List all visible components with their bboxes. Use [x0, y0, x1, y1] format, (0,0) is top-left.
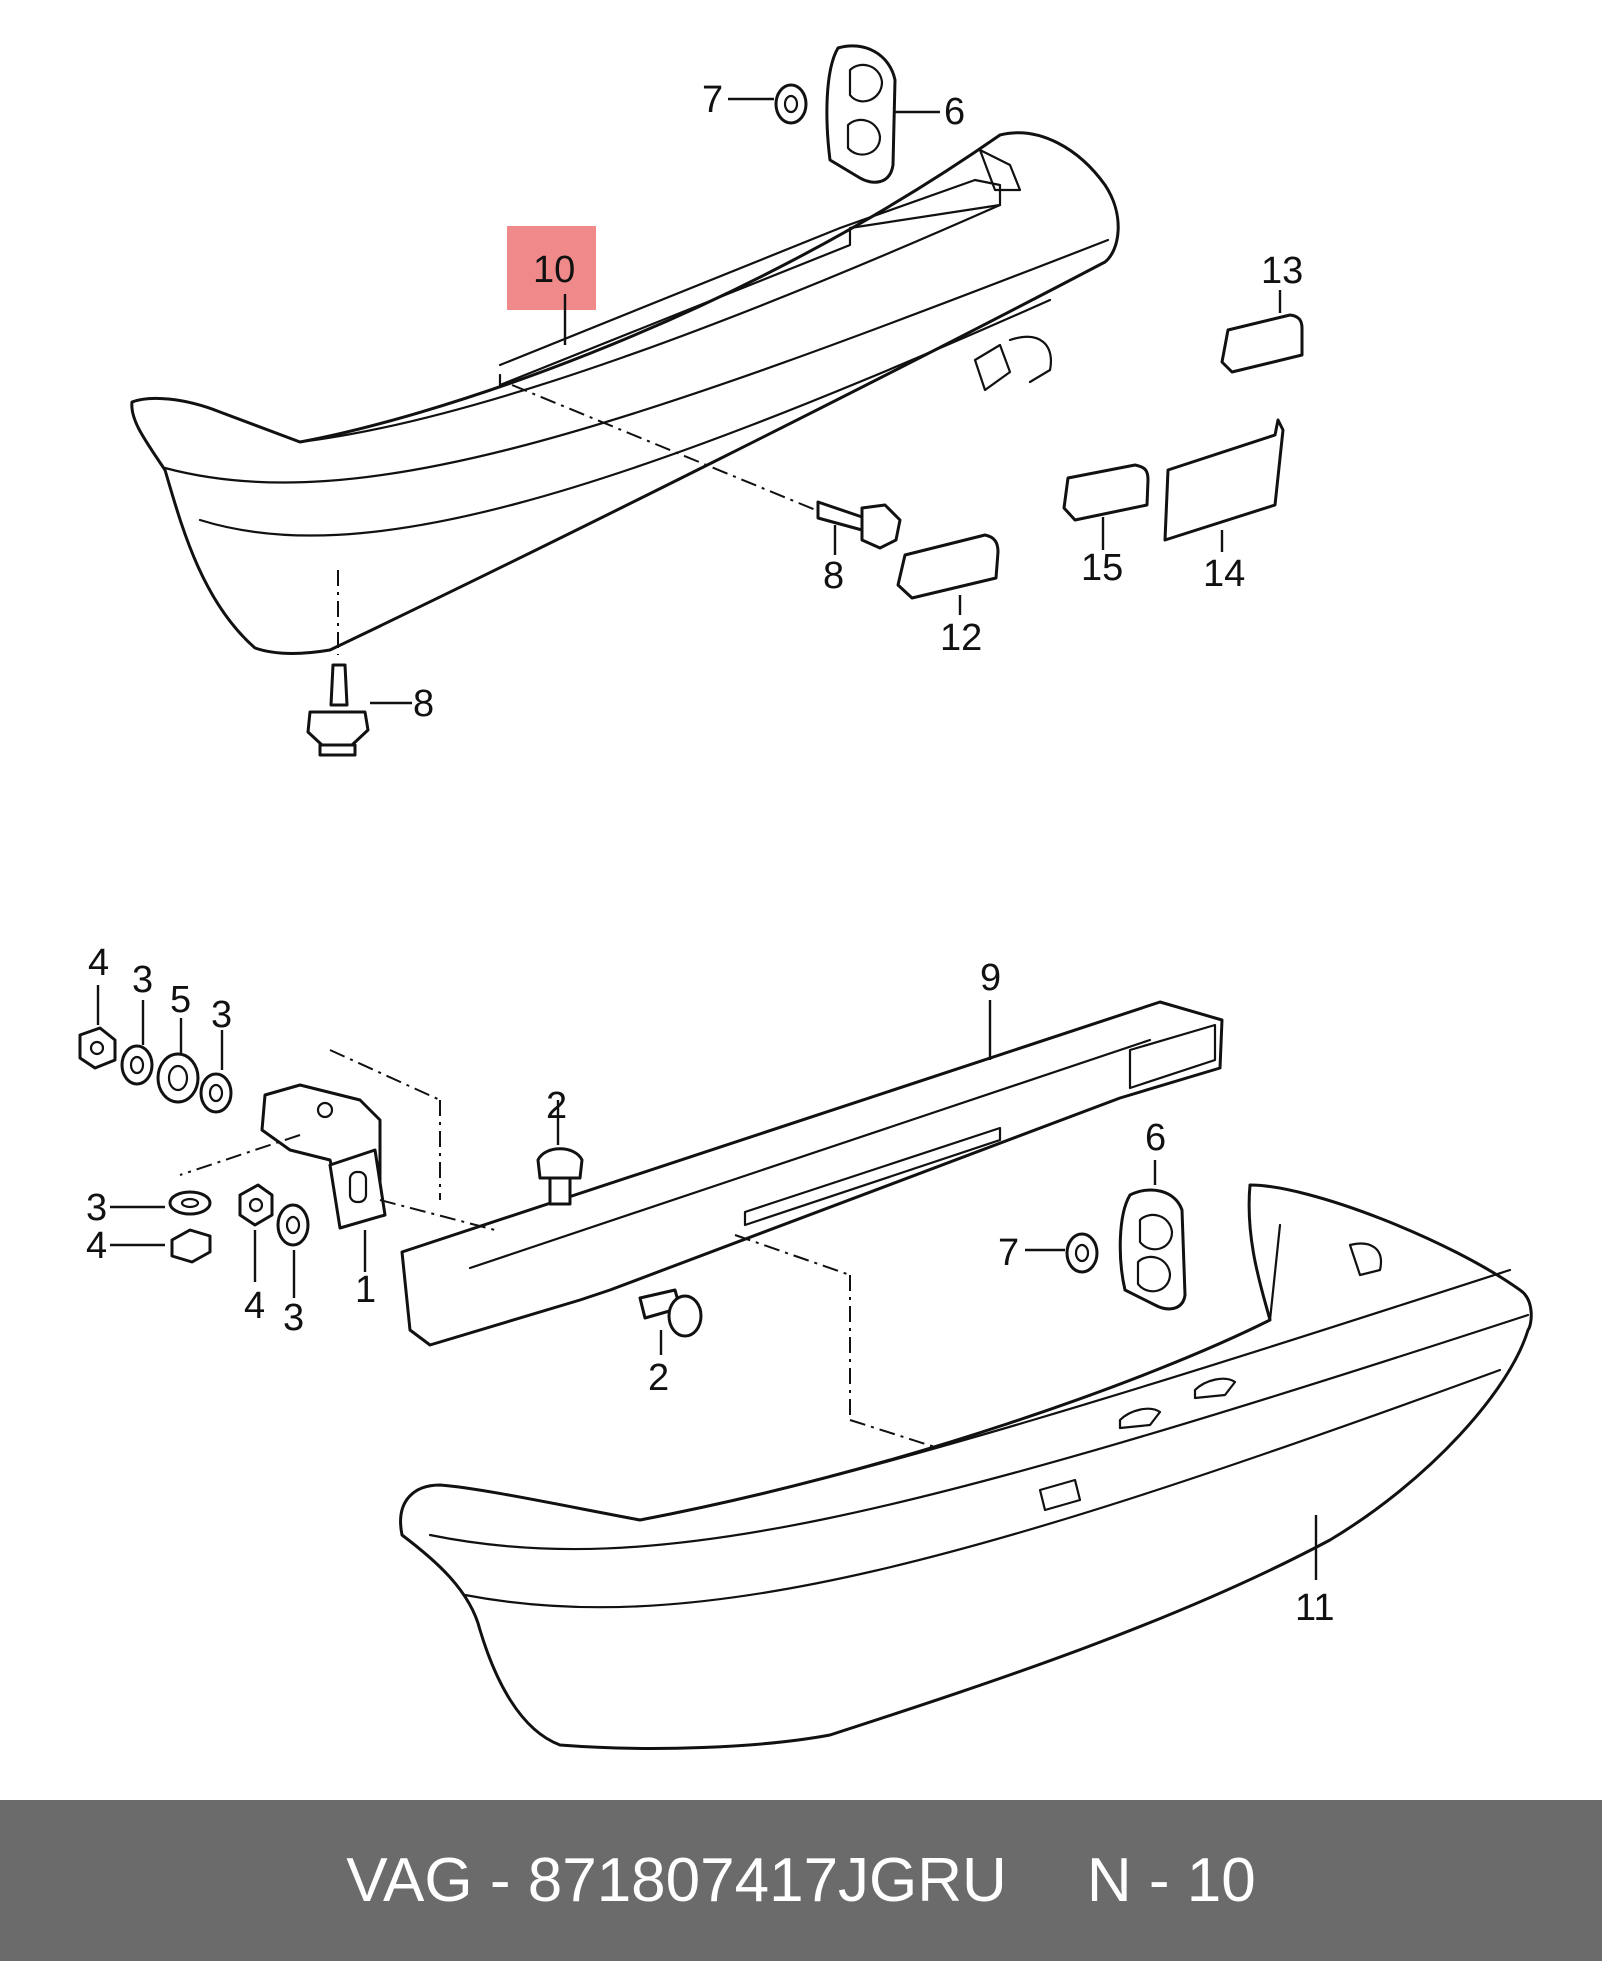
- spacer-5: [156, 1052, 200, 1104]
- label-5: 5: [170, 979, 191, 1021]
- nut-4-c: [170, 1228, 212, 1264]
- label-2-top: 2: [546, 1085, 567, 1127]
- screw-middle: [816, 500, 902, 550]
- highlight-box-10: [507, 226, 596, 310]
- label-7-top: 7: [702, 79, 723, 121]
- mounting-bracket: [260, 1083, 387, 1230]
- bolt-top: [536, 1147, 584, 1206]
- end-cap-13: [1220, 313, 1304, 374]
- label-9: 9: [980, 957, 1001, 999]
- label-4-c: 4: [86, 1225, 107, 1267]
- guide-bracket-bottom: [1118, 1188, 1187, 1311]
- washer-bottom: [1065, 1232, 1099, 1274]
- label-8-lower: 8: [413, 683, 434, 725]
- end-cap-12: [896, 533, 1000, 600]
- label-3-a: 3: [132, 959, 153, 1001]
- footer-bar: VAG - 871807417JGRU N - 10: [0, 1800, 1602, 1961]
- trim-panel-14: [1163, 418, 1285, 542]
- washer-3-d: [276, 1203, 310, 1247]
- screw-lower: [306, 663, 370, 757]
- part-number-text: VAG - 871807417JGRU: [346, 1846, 1007, 1915]
- nut-4-top: [78, 1026, 117, 1070]
- label-13: 13: [1261, 250, 1303, 292]
- label-7-bottom: 7: [998, 1232, 1019, 1274]
- label-8-middle: 8: [823, 555, 844, 597]
- washer-3-b: [199, 1072, 233, 1114]
- label-12: 12: [940, 617, 982, 659]
- nut-4-b: [238, 1183, 274, 1227]
- label-6-bottom: 6: [1145, 1117, 1166, 1159]
- guide-bracket-top: [825, 44, 897, 184]
- bolt-bottom: [638, 1288, 703, 1338]
- front-bumper-cover: [130, 131, 1120, 656]
- page-reference-text: N - 10: [1086, 1846, 1256, 1915]
- parts-diagram: 10 6 7 8 8 13 15 14: [78, 44, 1533, 1750]
- label-3-c: 3: [86, 1187, 107, 1229]
- label-3-b: 3: [211, 994, 232, 1036]
- rear-bumper-cover: [399, 1183, 1533, 1750]
- label-10: 10: [533, 249, 575, 291]
- washer-3-a: [120, 1044, 154, 1086]
- label-14: 14: [1203, 553, 1245, 595]
- reinforcement-beam: [400, 1000, 1224, 1347]
- label-15: 15: [1081, 547, 1123, 589]
- end-cap-15: [1062, 463, 1150, 522]
- label-1: 1: [355, 1269, 376, 1311]
- label-11: 11: [1295, 1587, 1334, 1629]
- label-4-b: 4: [244, 1285, 265, 1327]
- label-4-a: 4: [88, 942, 109, 984]
- label-2-bottom: 2: [648, 1357, 669, 1399]
- label-3-d: 3: [283, 1297, 304, 1339]
- label-6-top: 6: [944, 91, 965, 133]
- washer-top: [774, 83, 808, 125]
- washer-3-c: [168, 1190, 212, 1216]
